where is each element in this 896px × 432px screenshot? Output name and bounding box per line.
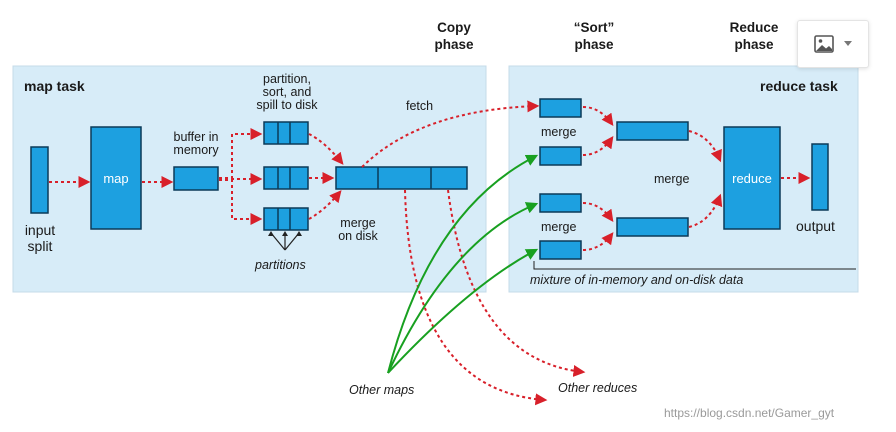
data-flow-arrows	[49, 100, 811, 406]
merge-on-disk-label: merge on disk	[338, 216, 378, 243]
merged-file-top	[616, 121, 689, 141]
merged-file-bottom	[616, 217, 689, 237]
spill-file-middle	[263, 166, 309, 190]
partitions-pointers	[268, 231, 302, 251]
chevron-down-icon[interactable]	[844, 41, 852, 47]
map-task-title: map task	[24, 78, 85, 94]
copy-phase-label: Copy phase	[434, 20, 474, 52]
copied-segment-2	[539, 146, 582, 166]
sort-phase-label: “Sort” phase	[573, 20, 615, 52]
spill-file-bottom	[263, 207, 309, 231]
watermark: https://blog.csdn.net/Gamer_gyt	[664, 406, 835, 420]
merge-label-top: merge	[541, 125, 577, 139]
other-reduces-label: Other reduces	[558, 381, 638, 395]
input-split-box	[30, 146, 49, 214]
fetch-label: fetch	[406, 99, 434, 113]
copied-segment-3	[539, 193, 582, 213]
reduce-phase-label: Reduce phase	[729, 20, 779, 52]
spill-file-top	[263, 121, 309, 145]
mixture-bracket	[533, 261, 856, 270]
image-icon	[814, 35, 834, 53]
partitions-label: partitions	[255, 258, 306, 272]
output-label: output	[796, 218, 835, 234]
map-box-label: map	[103, 171, 129, 186]
reduce-box-label: reduce	[732, 171, 772, 186]
output-box	[811, 143, 829, 211]
buffer-label: buffer in memory	[173, 130, 219, 157]
merge-label-middle: merge	[654, 172, 690, 186]
merge-label-bottom: merge	[541, 220, 577, 234]
reduce-task-title: reduce task	[760, 78, 838, 94]
reduce-box	[723, 126, 781, 230]
partition-sort-spill-label: partition, sort, and spill to disk	[256, 72, 318, 112]
buffer-box	[173, 166, 219, 191]
copied-segment-1	[539, 98, 582, 118]
copied-segment-4	[539, 240, 582, 260]
other-maps-label: Other maps	[349, 383, 415, 397]
merged-map-output	[335, 166, 468, 190]
map-box	[90, 126, 142, 230]
input-split-label: input split	[24, 222, 56, 254]
image-view-button[interactable]	[797, 20, 869, 68]
other-maps-arrows	[387, 154, 539, 374]
mixture-label: mixture of in-memory and on-disk data	[530, 273, 744, 287]
